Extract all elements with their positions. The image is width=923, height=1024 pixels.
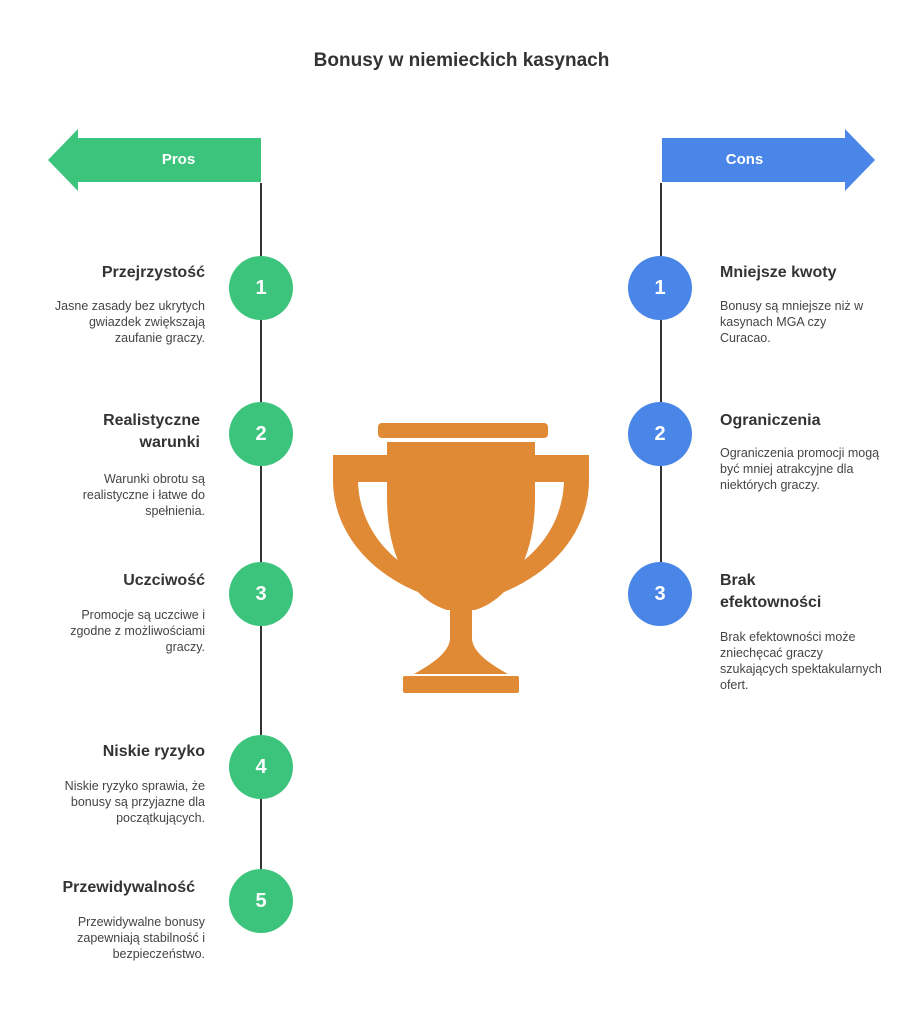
- cons-item-desc: Ograniczenia promocji mogą być mniej atr…: [720, 446, 880, 492]
- pros-item-desc: Warunki obrotu są realistyczne i łatwe d…: [82, 472, 205, 518]
- cons-connector: [660, 320, 662, 402]
- pros-item-desc: Jasne zasady bez ukrytych gwiazdek zwięk…: [54, 299, 205, 345]
- pros-connector: [260, 183, 262, 256]
- trophy-icon: [333, 423, 589, 693]
- cons-label: Cons: [725, 151, 764, 168]
- pros-item-desc: Przewidywalne bonusy zapewniają stabilno…: [77, 915, 205, 961]
- cons-badge: 2: [628, 402, 692, 466]
- pros-connector: [260, 626, 262, 735]
- pros-item-desc: Niskie ryzyko sprawia, że bonusy są przy…: [64, 779, 205, 825]
- pros-connector: [260, 799, 262, 869]
- pros-item-title: Uczciwość: [123, 572, 205, 589]
- pros-label: Pros: [161, 151, 196, 168]
- cons-item-title: Brak efektowności: [720, 572, 822, 611]
- pros-item-title: Przejrzystość: [101, 264, 205, 281]
- pros-item-title: Niskie ryzyko: [102, 743, 205, 760]
- pros-connector: [260, 466, 262, 562]
- cons-banner: Cons: [662, 129, 875, 191]
- pros-badge: 2: [229, 402, 293, 466]
- pros-banner: Pros: [48, 129, 261, 191]
- cons-connector: [660, 183, 662, 256]
- pros-badge: 5: [229, 869, 293, 933]
- page-title: Bonusy w niemieckich kasynach: [313, 50, 610, 71]
- cons-item-title: Mniejsze kwoty: [720, 264, 837, 281]
- left-arrow-icon: [48, 129, 261, 191]
- pros-badge: 3: [229, 562, 293, 626]
- cons-item-desc: Brak efektowności może zniechęcać graczy…: [720, 630, 882, 692]
- pros-badge: 4: [229, 735, 293, 799]
- pros-item-desc: Promocje są uczciwe i zgodne z możliwośc…: [70, 608, 205, 654]
- pros-item-title: Przewidywalność: [62, 879, 196, 896]
- cons-badge: 3: [628, 562, 692, 626]
- cons-item-title: Ograniczenia: [720, 412, 821, 429]
- pros-connector: [260, 320, 262, 402]
- cons-connector: [660, 466, 662, 562]
- right-arrow-icon: [662, 129, 875, 191]
- cons-badge: 1: [628, 256, 692, 320]
- pros-item-title: Realistyczne warunki: [103, 412, 200, 451]
- pros-badge: 1: [229, 256, 293, 320]
- cons-item-desc: Bonusy są mniejsze niż w kasynach MGA cz…: [720, 299, 864, 345]
